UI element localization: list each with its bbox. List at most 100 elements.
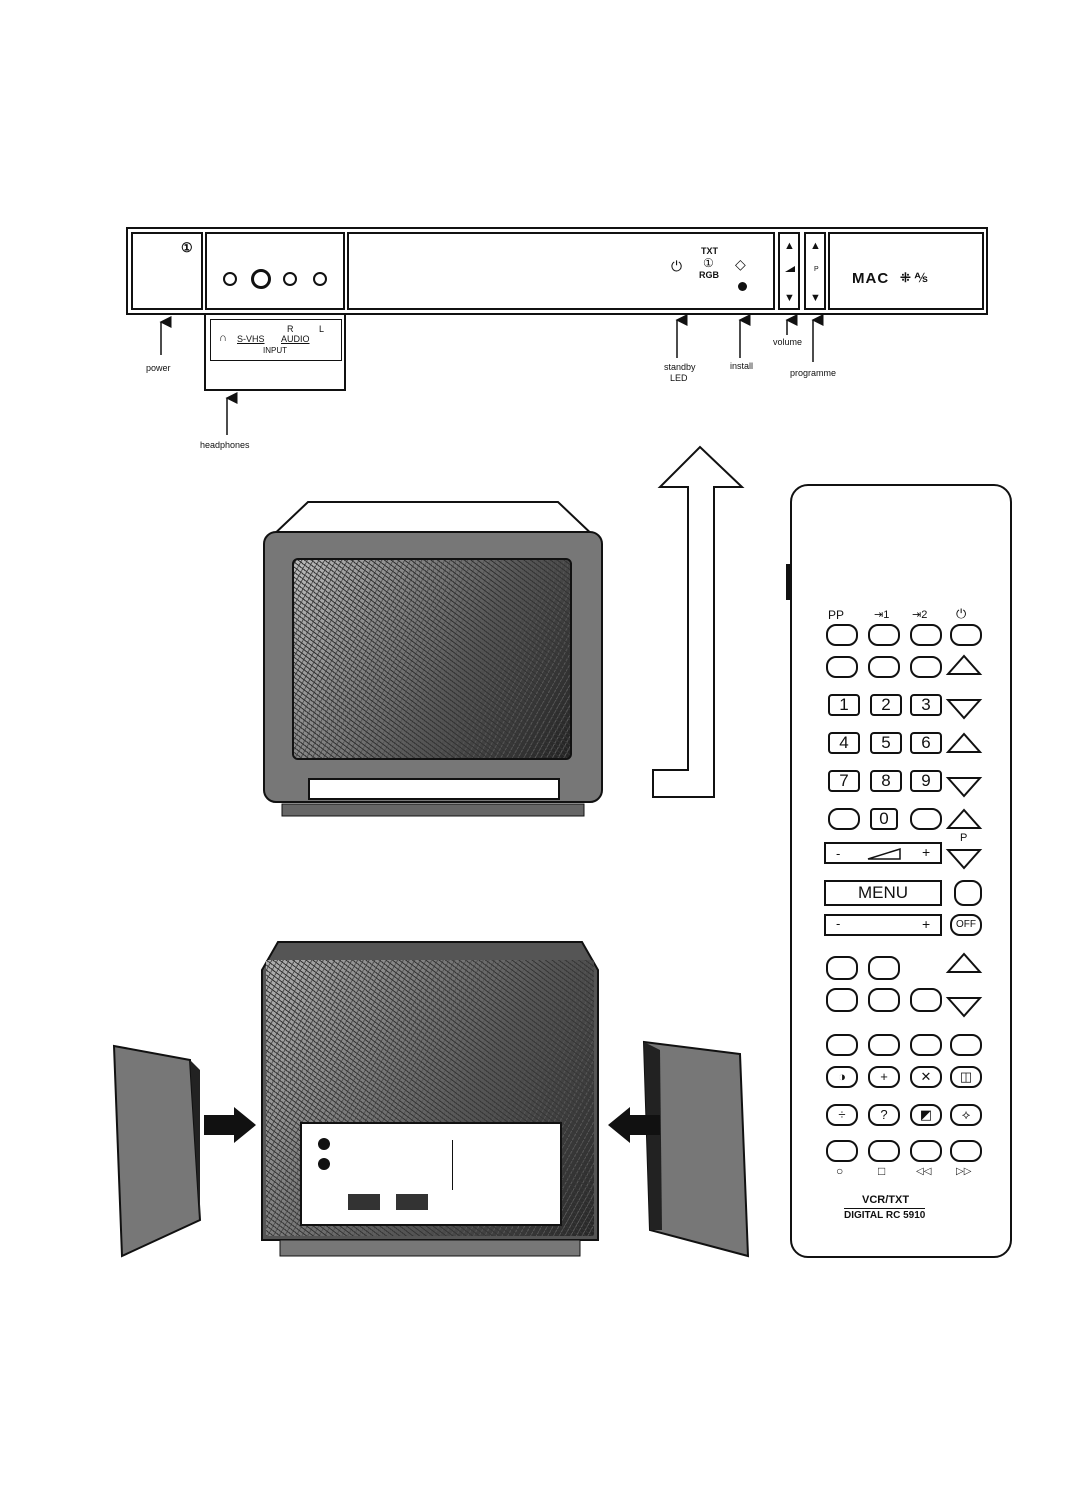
big-up-arrow [652,445,745,798]
row-button-2[interactable]: + [868,1066,900,1088]
model-line1: VCR/TXT [862,1194,910,1206]
tv-button[interactable] [826,656,858,678]
menu-button[interactable]: MENU [824,880,942,906]
connector-1[interactable] [318,1138,330,1150]
mac-logo-mark-icon: ⁜ ⅍ [900,270,928,285]
audio-label: AUDIO [281,334,310,344]
teletext-button[interactable] [868,656,900,678]
tv-screen [292,558,572,760]
rgb-label: RGB [699,270,719,280]
row-button-4[interactable]: ◫ [950,1066,982,1088]
standby-button[interactable] [950,624,982,646]
scart-1[interactable] [348,1194,380,1210]
sound-button[interactable] [910,656,942,678]
digit-4-button[interactable]: 4 [828,732,860,754]
source1-button[interactable] [868,624,900,646]
callout-arrows [159,314,824,435]
volume-down-icon[interactable]: ▼ [784,292,795,304]
row2-button-3[interactable]: ◩ [910,1104,942,1126]
row2-button-2[interactable]: ? [868,1104,900,1126]
input-label-plate: ∩ S-VHS R L AUDIO INPUT [204,315,346,391]
red-key[interactable] [826,1034,858,1056]
pp-label: PP [828,608,845,622]
blue-key[interactable] [950,1034,982,1056]
txt-rgb-icon: ① [703,256,714,270]
fn-button-3[interactable] [826,988,858,1012]
connector-2[interactable] [318,1158,330,1170]
model-line2: DIGITAL RC 5910 [844,1208,926,1221]
programme-section: ▲ P ▼ [804,232,826,310]
audio-r-jack[interactable] [283,272,297,286]
volume-plus: + [922,844,931,860]
digit-2-button[interactable]: 2 [870,694,902,716]
volume-callout: volume [773,337,803,347]
digit-8-button[interactable]: 8 [870,770,902,792]
tv-control-strip [308,778,560,800]
fn-button-4[interactable] [868,988,900,1012]
source2-button[interactable] [910,624,942,646]
fn-button-1[interactable] [826,956,858,980]
row-button-3[interactable]: ✕ [910,1066,942,1088]
headphone-symbol: ∩ [219,332,227,344]
tv-front [262,500,604,818]
fastforward-label: ▷▷ [956,1166,972,1177]
vcr-button-1[interactable] [826,1140,858,1162]
programme-up-icon[interactable]: ▲ [810,240,821,252]
digit-5-button[interactable]: 5 [870,732,902,754]
digit-6-button[interactable]: 6 [910,732,942,754]
volume-minus: - [836,846,841,861]
yellow-key[interactable] [910,1034,942,1056]
programme-p-label: P [814,266,819,273]
menu-side-button[interactable] [954,880,982,906]
volume-ramp-icon [785,266,795,272]
pp-button[interactable] [826,624,858,646]
power-callout: power [146,363,171,373]
programme-callout: programme [790,368,837,378]
headphone-jack[interactable] [223,272,237,286]
standby-icon: ⏻ [956,606,967,621]
power-section: ① [131,232,203,310]
green-key[interactable] [868,1034,900,1056]
cursor-triangles-1[interactable] [944,652,984,722]
digit-0-button[interactable]: 0 [870,808,898,830]
digit-9-button[interactable]: 9 [910,770,942,792]
programme-triangles[interactable] [944,806,984,870]
center-section: ⏻ TXT ① RGB ◇ [347,232,775,310]
power-icon[interactable]: ① [181,240,193,255]
digit-3-button[interactable]: 3 [910,694,942,716]
vcr-button-3[interactable] [910,1140,942,1162]
standby-callout: standby [664,362,696,372]
volume-section: ▲ ▼ [778,232,800,310]
vcr-button-2[interactable] [868,1140,900,1162]
svhs-jack[interactable] [251,269,271,289]
install-button[interactable] [738,282,747,291]
row-button-1[interactable]: ◑ [826,1066,858,1088]
menu-adjust-rocker[interactable]: - + [824,914,942,936]
mute-button[interactable] [828,808,860,830]
programme-down-icon[interactable]: ▼ [810,292,821,304]
digit-7-button[interactable]: 7 [828,770,860,792]
fn-button-2[interactable] [868,956,900,980]
volume-up-icon[interactable]: ▲ [784,240,795,252]
programme-triangles-2[interactable] [944,950,984,1020]
off-button[interactable]: OFF [950,914,982,936]
volume-rocker[interactable]: - + [824,842,942,864]
digit-1-button[interactable]: 1 [828,694,860,716]
menu-plus: + [922,916,931,932]
cursor-triangles-2[interactable] [944,730,984,800]
standby-icon: ⏻ [671,258,683,274]
source2-label: ⇥2 [912,609,928,621]
install-callout: install [730,361,754,371]
row2-button-1[interactable]: ÷ [826,1104,858,1126]
right-speaker [640,1040,755,1260]
scart-2[interactable] [396,1194,428,1210]
audio-l-jack[interactable] [313,272,327,286]
fn-button-5[interactable] [910,988,942,1012]
led-callout: LED [670,373,688,383]
row2-button-4[interactable]: ⟡ [950,1104,982,1126]
headphones-callout: headphones [200,440,250,450]
source1-label: ⇥1 [874,609,890,621]
teletext-mix-button[interactable] [910,808,942,830]
install-icon: ◇ [735,256,746,272]
vcr-button-4[interactable] [950,1140,982,1162]
